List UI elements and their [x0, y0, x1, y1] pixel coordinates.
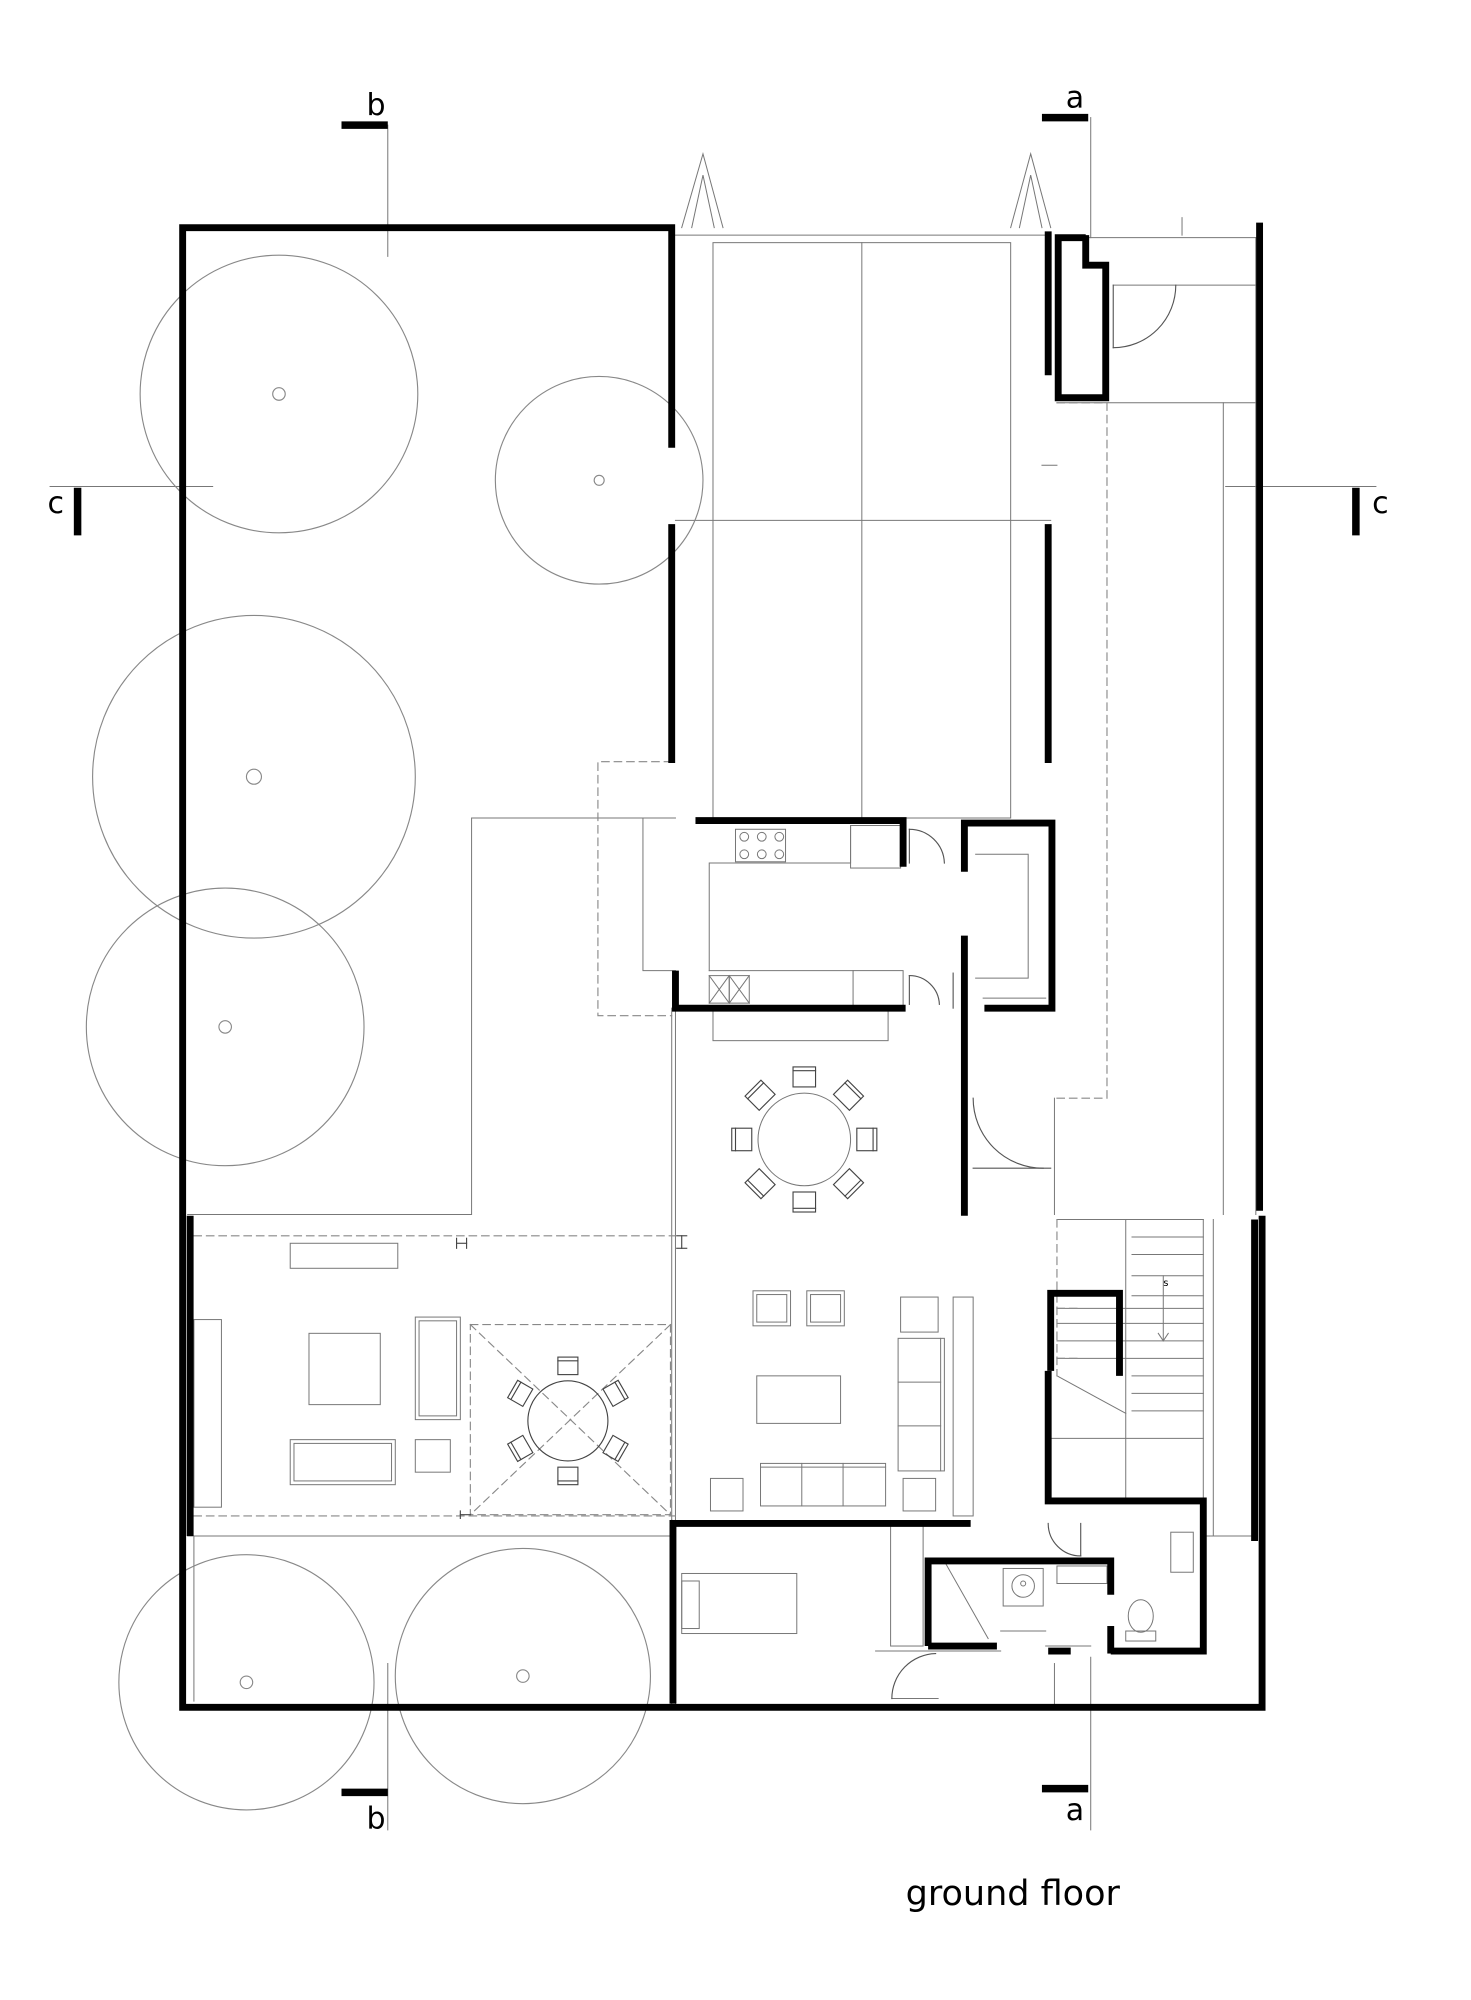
- dashed-overhead-lines: [193, 402, 1108, 1517]
- tree-canopy: [494, 375, 704, 585]
- section-label-a-bottom: a: [1066, 1793, 1084, 1828]
- walls: [179, 222, 1266, 1711]
- tree-trunk: [516, 1669, 530, 1683]
- trees: [85, 254, 704, 1811]
- stair-direction-label: s: [1163, 1278, 1168, 1289]
- fine-lines: [49, 117, 1377, 1831]
- tree-trunk: [218, 1020, 232, 1034]
- section-label-c-left: c: [48, 486, 65, 521]
- tree-canopy: [394, 1547, 652, 1805]
- tree-canopy: [139, 254, 419, 534]
- section-label-b-bottom: b: [367, 1802, 386, 1837]
- section-label-b-top: b: [367, 88, 386, 123]
- tree-canopy: [92, 614, 416, 939]
- tree-canopy: [85, 887, 365, 1167]
- section-label-c-right: c: [1372, 486, 1389, 521]
- tree-canopy: [118, 1554, 375, 1811]
- tree-trunk: [272, 387, 286, 401]
- door-swings: [891, 284, 1177, 1700]
- section-markers: [73, 113, 1360, 1797]
- tree-trunk: [239, 1675, 254, 1690]
- drawing-caption: ground floor: [906, 1873, 1121, 1914]
- tree-trunk: [245, 768, 263, 785]
- dining-chairs: [456, 1066, 878, 1520]
- section-label-a-top: a: [1066, 81, 1084, 116]
- tree-trunk: [593, 474, 605, 486]
